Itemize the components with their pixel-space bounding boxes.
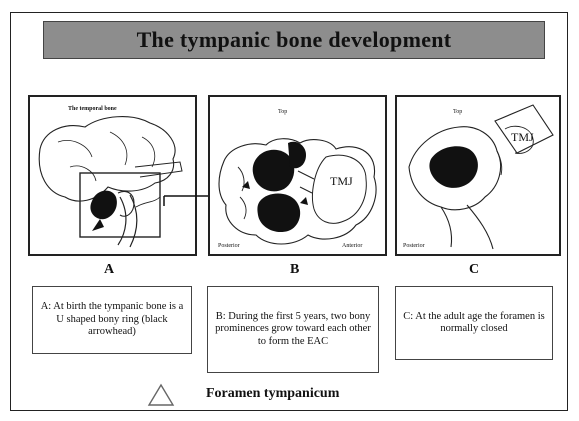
panel-c-caption: C: At the adult age the foramen is norma…: [395, 286, 553, 360]
triangle-outline-icon: [146, 382, 176, 408]
panel-b-label: B: [290, 262, 299, 278]
tympanic-ring-child-illustration: Top TMJ Posterior Anterior: [210, 97, 385, 254]
panel-a-label: A: [104, 262, 114, 278]
panel-c-tmj-label: TMJ: [511, 130, 534, 144]
legend-label: Foramen tympanicum: [206, 386, 339, 402]
panel-b-tmj-label: TMJ: [330, 174, 353, 188]
figure-title: The tympanic bone development: [43, 21, 545, 59]
panel-b-posterior-label: Posterior: [218, 243, 240, 249]
panel-c-posterior-label: Posterior: [403, 243, 425, 249]
panel-a-inner-title: The temporal bone: [68, 106, 117, 112]
panel-c-label: C: [469, 262, 479, 278]
panel-b-anterior-label: Anterior: [342, 243, 362, 249]
panel-c-image: Top TMJ Posterior: [395, 95, 561, 256]
panel-b-top-label: Top: [278, 109, 287, 115]
panel-b-caption: B: During the first 5 years, two bony pr…: [207, 286, 379, 373]
panel-c-top-label: Top: [453, 109, 462, 115]
tympanic-bone-adult-illustration: Top TMJ Posterior: [397, 97, 559, 254]
panel-b-image: Top TMJ Posterior Anterior: [208, 95, 387, 256]
panel-a-caption: A: At birth the tympanic bone is a U sha…: [32, 286, 192, 354]
